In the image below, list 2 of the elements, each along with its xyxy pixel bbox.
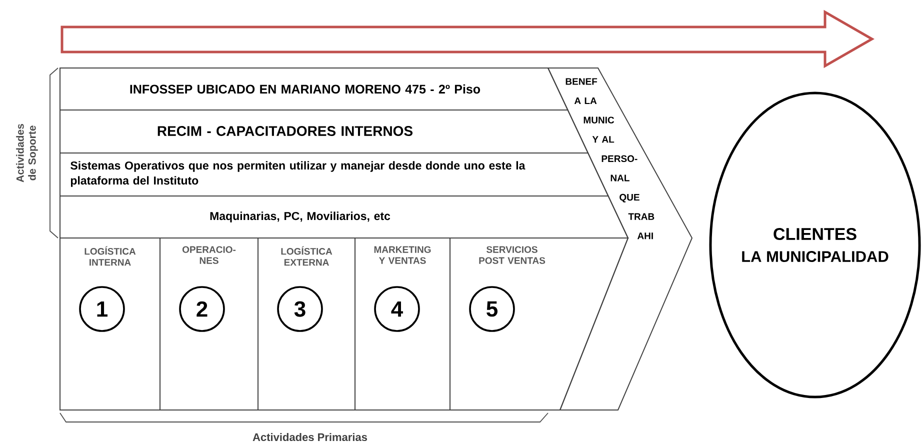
side-label: Actividades Primarias: [252, 432, 367, 442]
side-label: Actividades de Soporte: [16, 124, 38, 182]
